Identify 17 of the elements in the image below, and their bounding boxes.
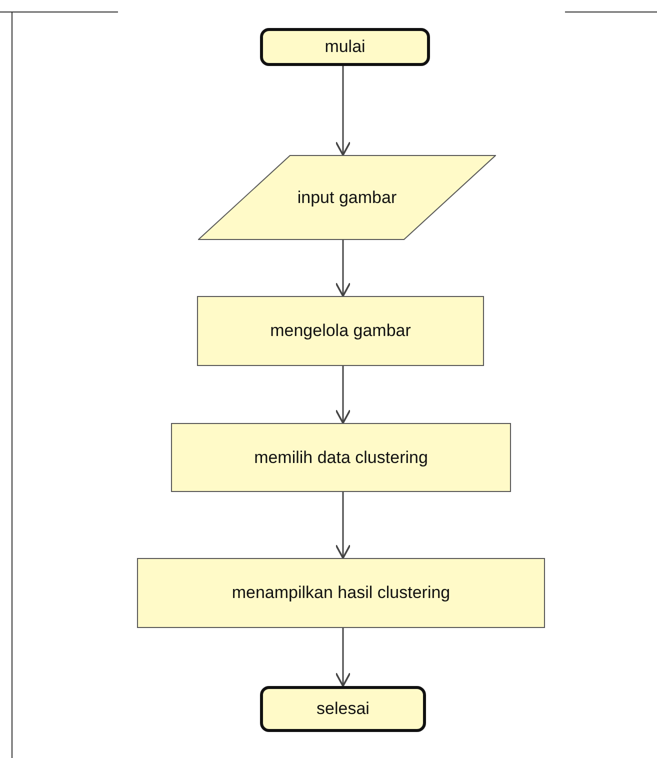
- arrow: [335, 628, 351, 687]
- terminal-box: [260, 686, 426, 732]
- node-label: menampilkan hasil clustering: [232, 583, 450, 603]
- arrow: [335, 240, 351, 297]
- node-label: input gambar: [297, 188, 397, 208]
- node-label: memilih data clustering: [254, 448, 428, 468]
- arrow: [335, 366, 351, 424]
- node-label: mulai: [324, 37, 366, 57]
- arrow: [335, 492, 351, 559]
- node-label: selesai: [316, 699, 370, 719]
- arrow: [335, 66, 351, 156]
- input-parallelogram: [198, 155, 496, 240]
- terminal-box: [260, 28, 430, 66]
- process-box: [137, 558, 545, 628]
- process-box: [197, 296, 484, 366]
- process-box: [171, 423, 511, 492]
- node-label: mengelola gambar: [270, 321, 411, 341]
